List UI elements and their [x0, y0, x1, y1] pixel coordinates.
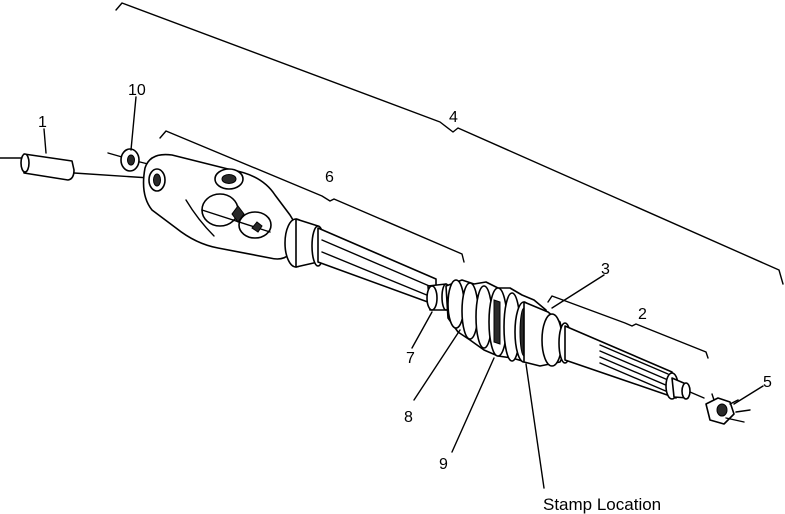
callout-3: 3 — [601, 261, 610, 278]
leader-lines — [43, 96, 764, 489]
bracket-6 — [159, 130, 465, 263]
callout-9: 9 — [439, 456, 448, 473]
clamp-part-7 — [426, 283, 451, 311]
stub-shaft-part-2 — [564, 325, 705, 400]
stamp-location-label: Stamp Location — [543, 495, 661, 514]
bracket-4 — [115, 2, 784, 285]
washer-part-10 — [107, 148, 153, 172]
callout-6: 6 — [325, 169, 334, 186]
callout-7: 7 — [406, 350, 415, 367]
callout-4: 4 — [449, 109, 458, 126]
callout-2: 2 — [638, 306, 647, 323]
bracket-2 — [547, 295, 709, 359]
callout-1: 1 — [38, 114, 47, 131]
inner-yoke — [142, 153, 297, 260]
main-shaft — [317, 227, 437, 306]
pin-part-1 — [0, 153, 151, 181]
callout-8: 8 — [404, 409, 413, 426]
outer-joint-part-3 — [523, 301, 572, 367]
callout-5: 5 — [763, 374, 772, 391]
nut-part-5 — [705, 393, 751, 425]
callout-10: 10 — [128, 82, 146, 99]
